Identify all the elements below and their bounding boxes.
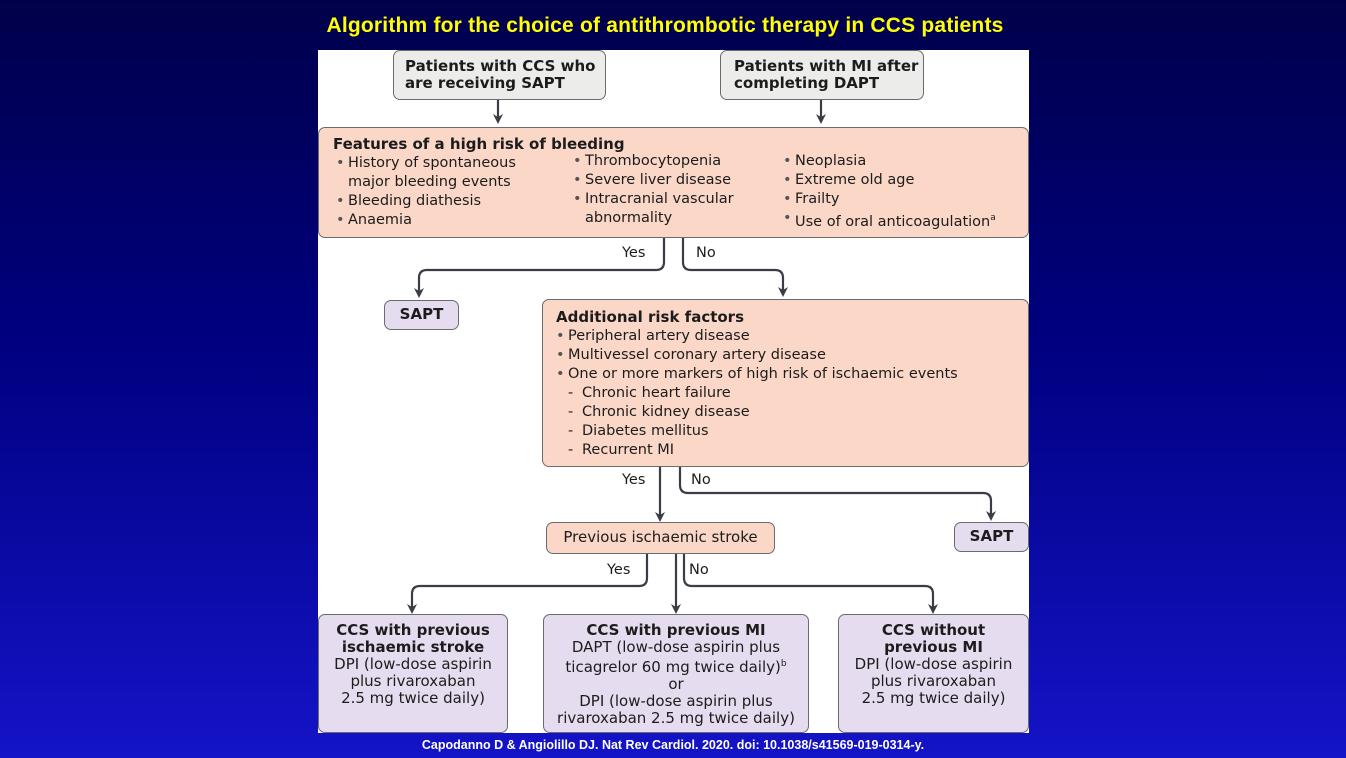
bleeding-item: Severe liver disease [571,171,734,190]
outcome-left-body-1: DPI (low-dose aspirin [334,655,492,673]
risk-subitem: Chronic kidney disease [554,403,958,422]
bleeding-item: Intracranial vascular [571,190,734,209]
bleeding-item: Use of oral anticoagulationa [781,209,996,232]
start-box-ccs-sapt: Patients with CCS who are receiving SAPT [393,50,606,100]
yes-label-stroke: Yes [607,562,631,578]
sapt-box-left: SAPT [384,300,459,330]
footnote-a: a [990,213,996,223]
yes-label-bleeding: Yes [622,245,646,261]
outcome-middle-line-3: DPI (low-dose aspirin plus [579,692,773,710]
bleeding-col-3: Neoplasia Extreme old age Frailty Use of… [781,152,996,232]
bleeding-risk-heading: Features of a high risk of bleeding [333,135,625,153]
outcome-box-stroke: CCS with previous ischaemic stroke DPI (… [318,614,508,733]
sapt-box-right: SAPT [954,522,1029,552]
outcome-middle-line-1: DAPT (low-dose aspirin plus [571,638,781,656]
outcome-right-body-3: 2.5 mg twice daily) [861,689,1006,707]
no-label-bleeding: No [696,245,716,261]
start-right-line-1: Patients with MI after [734,57,919,75]
risk-subitem: Diabetes mellitus [554,422,958,441]
bleeding-item-cont: abnormality [585,210,673,226]
bleeding-risk-box: Features of a high risk of bleeding Hist… [318,127,1029,238]
flowchart-panel: Patients with CCS who are receiving SAPT… [318,50,1029,733]
risk-item: Multivessel coronary artery disease [554,346,958,365]
anticoagulation-text: Use of oral anticoagulation [795,213,991,230]
stroke-question-box: Previous ischaemic stroke [546,522,775,554]
bleeding-item: Thrombocytopenia [571,152,734,171]
outcome-middle-title: CCS with previous MI [586,621,766,639]
outcome-box-previous-mi: CCS with previous MI DAPT (low-dose aspi… [543,614,809,733]
bleeding-item: Neoplasia [781,152,996,171]
bleeding-item: Extreme old age [781,171,996,190]
slide-title: Algorithm for the choice of antithrombot… [326,14,1004,37]
arrow-stroke-no [682,554,938,614]
outcome-middle-line-4: rivaroxaban 2.5 mg twice daily) [557,709,795,727]
outcome-middle-line-2-wrap: ticagrelor 60 mg twice daily)b [544,656,808,676]
bleeding-col-2: Thrombocytopenia Severe liver disease In… [571,152,734,228]
citation: Capodanno D & Angiolillo DJ. Nat Rev Car… [421,738,925,752]
additional-risk-box: Additional risk factors Peripheral arter… [542,299,1029,467]
risk-item: One or more markers of high risk of isch… [554,365,958,384]
start-left-line-2: are receiving SAPT [405,74,565,92]
outcome-middle-or: or [668,675,684,693]
arrow-bleeding-yes [414,238,666,298]
outcome-box-no-mi: CCS without previous MI DPI (low-dose as… [838,614,1029,733]
risk-subitem: Recurrent MI [554,441,958,460]
risk-item: Peripheral artery disease [554,327,958,346]
no-label-additional: No [691,472,711,488]
start-right-line-2: completing DAPT [734,74,880,92]
outcome-left-title-1: CCS with previous [336,621,490,639]
flow-arrows [407,100,996,614]
outcome-right-title-2: previous MI [884,638,983,656]
bleeding-item: History of spontaneous [334,154,516,173]
yes-label-additional: Yes [622,472,646,488]
bleeding-item: Frailty [781,190,996,209]
arrow-bleeding-no [681,238,788,297]
no-label-stroke: No [689,562,709,578]
additional-risk-list: Peripheral artery disease Multivessel co… [554,327,958,460]
bleeding-item: Bleeding diathesis [334,192,516,211]
start-left-line-1: Patients with CCS who [405,57,596,75]
outcome-left-title-2: ischaemic stroke [341,638,485,656]
risk-subitem: Chronic heart failure [554,384,958,403]
start-box-mi-dapt: Patients with MI after completing DAPT [720,50,924,100]
bleeding-item: Anaemia [334,211,516,230]
bleeding-item-cont: major bleeding events [348,174,511,190]
outcome-middle-line-2: ticagrelor 60 mg twice daily) [565,658,781,676]
additional-risk-heading: Additional risk factors [556,308,745,326]
bleeding-col-1: History of spontaneous major bleeding ev… [334,154,516,230]
arrow-stroke-yes [407,554,649,614]
outcome-left-body-2: plus rivaroxaban [350,672,476,690]
arrow-additional-no [678,467,996,521]
footnote-b: b [780,659,787,669]
outcome-left-body-3: 2.5 mg twice daily) [341,689,485,707]
outcome-right-body-2: plus rivaroxaban [870,672,997,690]
outcome-right-title-1: CCS without [881,621,986,639]
outcome-right-body-1: DPI (low-dose aspirin [854,655,1013,673]
